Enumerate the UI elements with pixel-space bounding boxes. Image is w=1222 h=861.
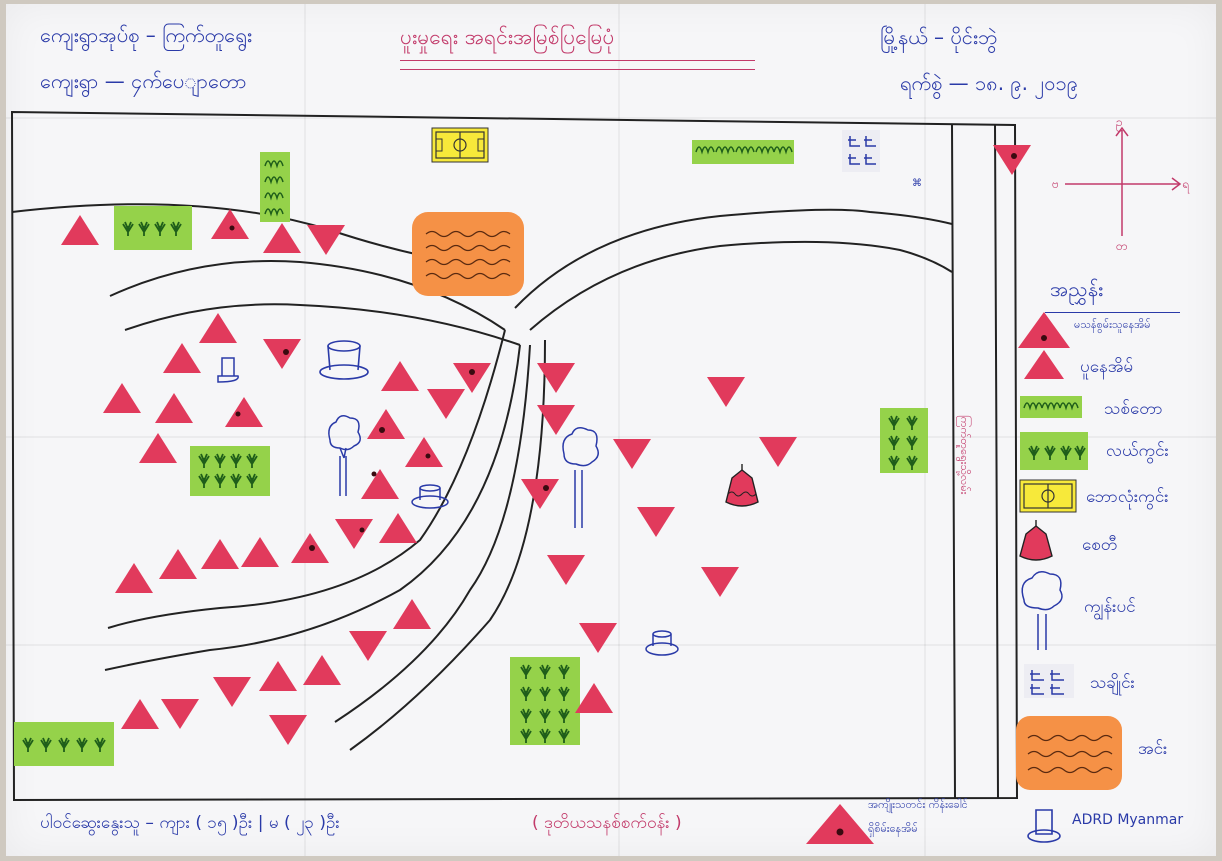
legend-icon-football-field [1019, 479, 1077, 513]
compass-west: ဗ [1052, 177, 1059, 191]
page-title: ပူးမှုရေး အရင်းအမြစ်ပြမြေပုံ [400, 25, 615, 49]
fold-line [304, 4, 306, 856]
crop-field-top-left [114, 206, 192, 250]
hat-marker-3 [411, 484, 449, 509]
footer-hat-icon [1027, 809, 1061, 843]
compass-south: တ [1116, 239, 1128, 253]
crop-field-bottom-left [14, 722, 114, 766]
main-road [951, 123, 999, 799]
legend-title-underline [1045, 312, 1180, 313]
small-mark: ⌘ [912, 178, 922, 189]
pagoda-map [725, 464, 759, 507]
legend-icon-cemetery [1024, 664, 1074, 698]
legend-icon-exposed-house [1018, 312, 1070, 348]
stream-top [109, 259, 506, 331]
crop-field-mid-left [190, 446, 270, 496]
stream-main-right [104, 344, 521, 671]
village-label: ကျေးရွာ — ၄က်ပေျာတော [40, 69, 247, 93]
org-label: ADRD Myanmar [1072, 812, 1184, 828]
other-participants-label: ( ဒုတိယသနစ်စက်ဝန်း ) [532, 813, 682, 833]
legend-label-cemetery: သချိုင်း [1090, 673, 1135, 693]
legend-label-forest: သစ်တော [1104, 399, 1163, 419]
crop-field-bottom-mid [510, 657, 580, 745]
township-label: မြို့နယ် – ပိုင်းဘွဲ [880, 25, 998, 49]
legend-label-crop-field: လယ်ကွင်း [1106, 441, 1169, 461]
legend-icon-crop-field [1020, 432, 1088, 470]
legend-icon-forest [1020, 396, 1082, 418]
tree-map-2 [562, 427, 599, 528]
house-dots [229, 153, 1017, 551]
hat-marker-1 [217, 357, 239, 383]
tree-map-1 [328, 415, 361, 496]
legend-label-house: ပူနေအိမ် [1080, 357, 1134, 377]
legend-label-football-field: ဘောလုံးကွင်း [1086, 487, 1169, 507]
stream-main-left [107, 329, 506, 629]
forest-patch-left [260, 152, 290, 222]
hat-marker-4 [645, 630, 679, 656]
fold-line [618, 4, 620, 856]
map-border [10, 110, 1019, 802]
legend-icon-tree [1021, 571, 1063, 650]
stream-top-lower [124, 303, 521, 346]
upper-road-lower [529, 240, 953, 331]
legend-icon-pond [1016, 716, 1122, 790]
date-label: ရက်စွဲ — ၁၈. ၉. ၂၀၁၉ [900, 71, 1078, 95]
legend-label-exposed-house: မသန်စွမ်းသူနေအိမ် [1074, 318, 1151, 331]
compass-east: ရ [1182, 177, 1189, 191]
cemetery-map [842, 130, 880, 172]
footer-key-triangle [806, 804, 874, 844]
forest-patch-top [692, 140, 794, 164]
participants-label: ပါဝင်ဆွေးနွေးသူ – ကျား ( ၁၅ )ဦး | မ ( ၂၃… [40, 813, 340, 833]
fold-line [6, 644, 1216, 646]
hat-marker-2 [319, 340, 369, 380]
legend-label-pond: အင်း [1138, 739, 1168, 759]
legend-icon-house [1024, 350, 1064, 379]
upper-road [514, 208, 953, 309]
pond-map [412, 212, 524, 296]
football-field-map [431, 127, 489, 163]
title-underline [400, 60, 755, 70]
compass-north: ဥ [1116, 115, 1123, 129]
compass-rose [1065, 126, 1182, 236]
legend-label-tree: ကျွန်းပင် [1084, 597, 1136, 617]
crop-field-right [880, 408, 928, 473]
legend-icon-pagoda [1019, 520, 1053, 561]
legend-label-pagoda: စေတီ [1082, 535, 1118, 555]
fold-line [6, 436, 1216, 438]
stream-branch-2 [349, 339, 546, 751]
footer-key-note-2: ရှိစိမ်းနေအိမ် [868, 822, 918, 835]
legend-title: အညွှန်း [1050, 277, 1104, 301]
village-tract-label: ကျေးရွာအုပ်စု – ကြက်တူရွေး [40, 23, 252, 47]
footer-key-note-1: အကျိုးသတင်း ကိန်းခေါင် [868, 798, 968, 811]
road-label: ကြက်တူရွေးသို့လမ်း [958, 415, 971, 495]
stream-branch [334, 344, 531, 723]
fold-line [6, 117, 1216, 119]
